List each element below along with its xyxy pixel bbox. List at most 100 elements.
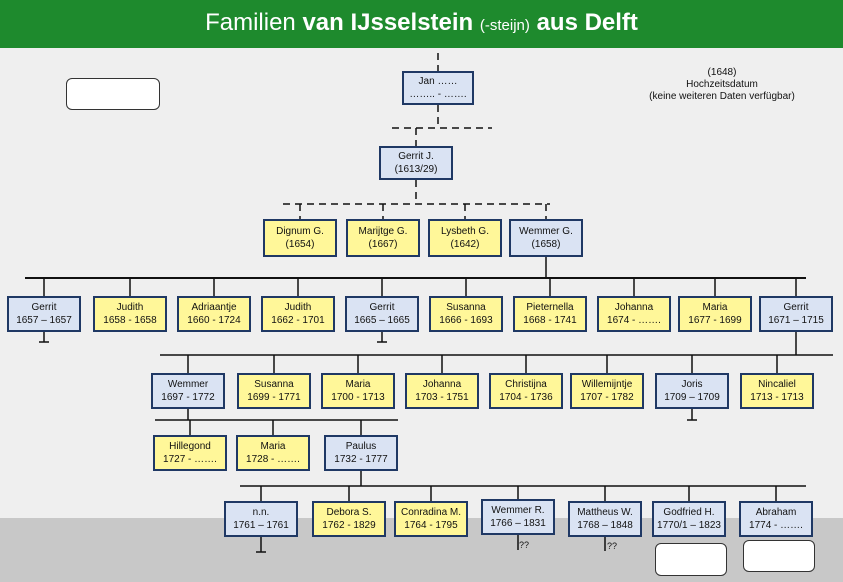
person-box: Judith 1662 - 1701 xyxy=(261,296,335,332)
title-part1: Familien xyxy=(205,9,303,36)
person-name: Judith xyxy=(284,302,312,313)
person-name: Dignum G. xyxy=(276,226,324,237)
person-dates: (1654) xyxy=(285,239,315,250)
person-name: Gerrit xyxy=(369,302,395,313)
person-name: Willemijntje xyxy=(581,379,633,390)
person-dates: 1713 - 1713 xyxy=(750,392,804,403)
person-name: n.n. xyxy=(252,507,270,518)
person-box: Maria 1728 - ……. xyxy=(236,435,310,471)
person-name: Maria xyxy=(260,441,286,452)
person-dates: (1613/29) xyxy=(394,164,438,175)
person-box: Hillegond 1727 - ……. xyxy=(153,435,227,471)
person-name: Hillegond xyxy=(169,441,211,452)
person-box: Wemmer G.(1658) xyxy=(509,219,583,257)
person-dates: 1727 - ……. xyxy=(163,454,217,465)
person-dates: …….. - ……. xyxy=(409,89,467,100)
person-box: Maria 1700 - 1713 xyxy=(321,373,395,409)
person-box: Gerrit 1671 – 1715 xyxy=(759,296,833,332)
person-name: Maria xyxy=(702,302,728,313)
person-box: Wemmer R.1766 – 1831 xyxy=(481,499,555,535)
person-dates: 1674 - ……. xyxy=(607,315,661,326)
person-dates: 1766 – 1831 xyxy=(490,518,546,529)
person-box: Dignum G. (1654) xyxy=(263,219,337,257)
legend-year: (1648) xyxy=(707,67,737,78)
person-box: Paulus 1732 - 1777 xyxy=(324,435,398,471)
person-name: Maria xyxy=(345,379,371,390)
person-box: Johanna 1674 - ……. xyxy=(597,296,671,332)
person-dates: 1666 - 1693 xyxy=(439,315,493,326)
person-name: Nincaliel xyxy=(758,379,796,390)
person-name: Wemmer xyxy=(167,379,209,390)
person-dates: (1658) xyxy=(531,239,561,250)
person-name: Johanna xyxy=(422,379,462,390)
person-dates: 1668 - 1741 xyxy=(523,315,577,326)
person-dates: 1764 - 1795 xyxy=(404,520,458,531)
person-dates: 1762 - 1829 xyxy=(322,520,376,531)
person-dates: (1667) xyxy=(368,239,398,250)
person-dates: 1707 - 1782 xyxy=(580,392,634,403)
person-dates: 1700 - 1713 xyxy=(331,392,385,403)
person-box: Susanna 1666 - 1693 xyxy=(429,296,503,332)
person-dates: 1671 – 1715 xyxy=(768,315,824,326)
person-box: Marijtge G. (1667) xyxy=(346,219,420,257)
person-dates: 1699 - 1771 xyxy=(247,392,301,403)
person-name: Adriaantje xyxy=(191,302,237,313)
person-box: Mattheus W.1768 – 1848 xyxy=(568,501,642,537)
title-variant: (-steijn) xyxy=(479,17,530,34)
legend-note: (1648) Hochzeitsdatum (keine weiteren Da… xyxy=(622,67,822,103)
person-dates: 1761 – 1761 xyxy=(233,520,289,531)
unknown-mark: ?? xyxy=(519,540,530,550)
person-name: Johanna xyxy=(614,302,654,313)
person-name: Jan …… xyxy=(418,76,458,87)
person-name: Debora S. xyxy=(326,507,372,518)
unknown-mark: ?? xyxy=(607,541,618,551)
person-box: Joris 1709 – 1709 xyxy=(655,373,729,409)
person-name: Mattheus W. xyxy=(577,507,633,518)
person-name: Christijna xyxy=(505,379,547,390)
person-box: Gerrit 1657 – 1657 xyxy=(7,296,81,332)
person-name: Marijtge G. xyxy=(358,226,408,237)
person-dates: 1728 - ……. xyxy=(246,454,300,465)
person-name: Joris xyxy=(681,379,703,390)
empty-box xyxy=(655,543,727,576)
person-dates: 1677 - 1699 xyxy=(688,315,742,326)
person-name: Godfried H. xyxy=(663,507,715,518)
person-dates: 1704 - 1736 xyxy=(499,392,553,403)
person-dates: 1703 - 1751 xyxy=(415,392,469,403)
person-name: Susanna xyxy=(446,302,486,313)
person-name: Paulus xyxy=(345,441,377,452)
person-box: Jan …… …….. - ……. xyxy=(402,71,474,105)
person-box: Godfried H. 1770/1 – 1823 xyxy=(652,501,726,537)
person-dates: 1774 - ……. xyxy=(749,520,803,531)
person-box: Christijna 1704 - 1736 xyxy=(489,373,563,409)
person-name: Gerrit xyxy=(783,302,809,313)
person-dates: 1658 - 1658 xyxy=(103,315,157,326)
person-box: Lysbeth G. (1642) xyxy=(428,219,502,257)
person-dates: 1709 – 1709 xyxy=(664,392,720,403)
person-name: Lysbeth G. xyxy=(441,226,489,237)
person-box: Nincaliel 1713 - 1713 xyxy=(740,373,814,409)
person-name: Judith xyxy=(116,302,144,313)
title-place: aus Delft xyxy=(536,9,638,36)
page-title: Familien van IJsselstein (-steijn) aus D… xyxy=(0,0,843,48)
person-dates: 1657 – 1657 xyxy=(16,315,72,326)
person-dates: 1660 - 1724 xyxy=(187,315,241,326)
person-dates: 1732 - 1777 xyxy=(334,454,388,465)
title-family-name: van IJsselstein xyxy=(302,9,474,36)
person-dates: 1665 – 1665 xyxy=(354,315,410,326)
person-box: Adriaantje 1660 - 1724 xyxy=(177,296,251,332)
person-dates: 1662 - 1701 xyxy=(271,315,325,326)
person-name: Gerrit xyxy=(31,302,57,313)
person-box: Johanna 1703 - 1751 xyxy=(405,373,479,409)
person-box: Gerrit 1665 – 1665 xyxy=(345,296,419,332)
person-box: n.n. 1761 – 1761 xyxy=(224,501,298,537)
person-dates: (1642) xyxy=(450,239,480,250)
person-dates: 1770/1 – 1823 xyxy=(657,520,721,531)
legend-label: Hochzeitsdatum xyxy=(686,79,758,90)
person-name: Susanna xyxy=(254,379,294,390)
person-name: Gerrit J. xyxy=(398,151,434,162)
